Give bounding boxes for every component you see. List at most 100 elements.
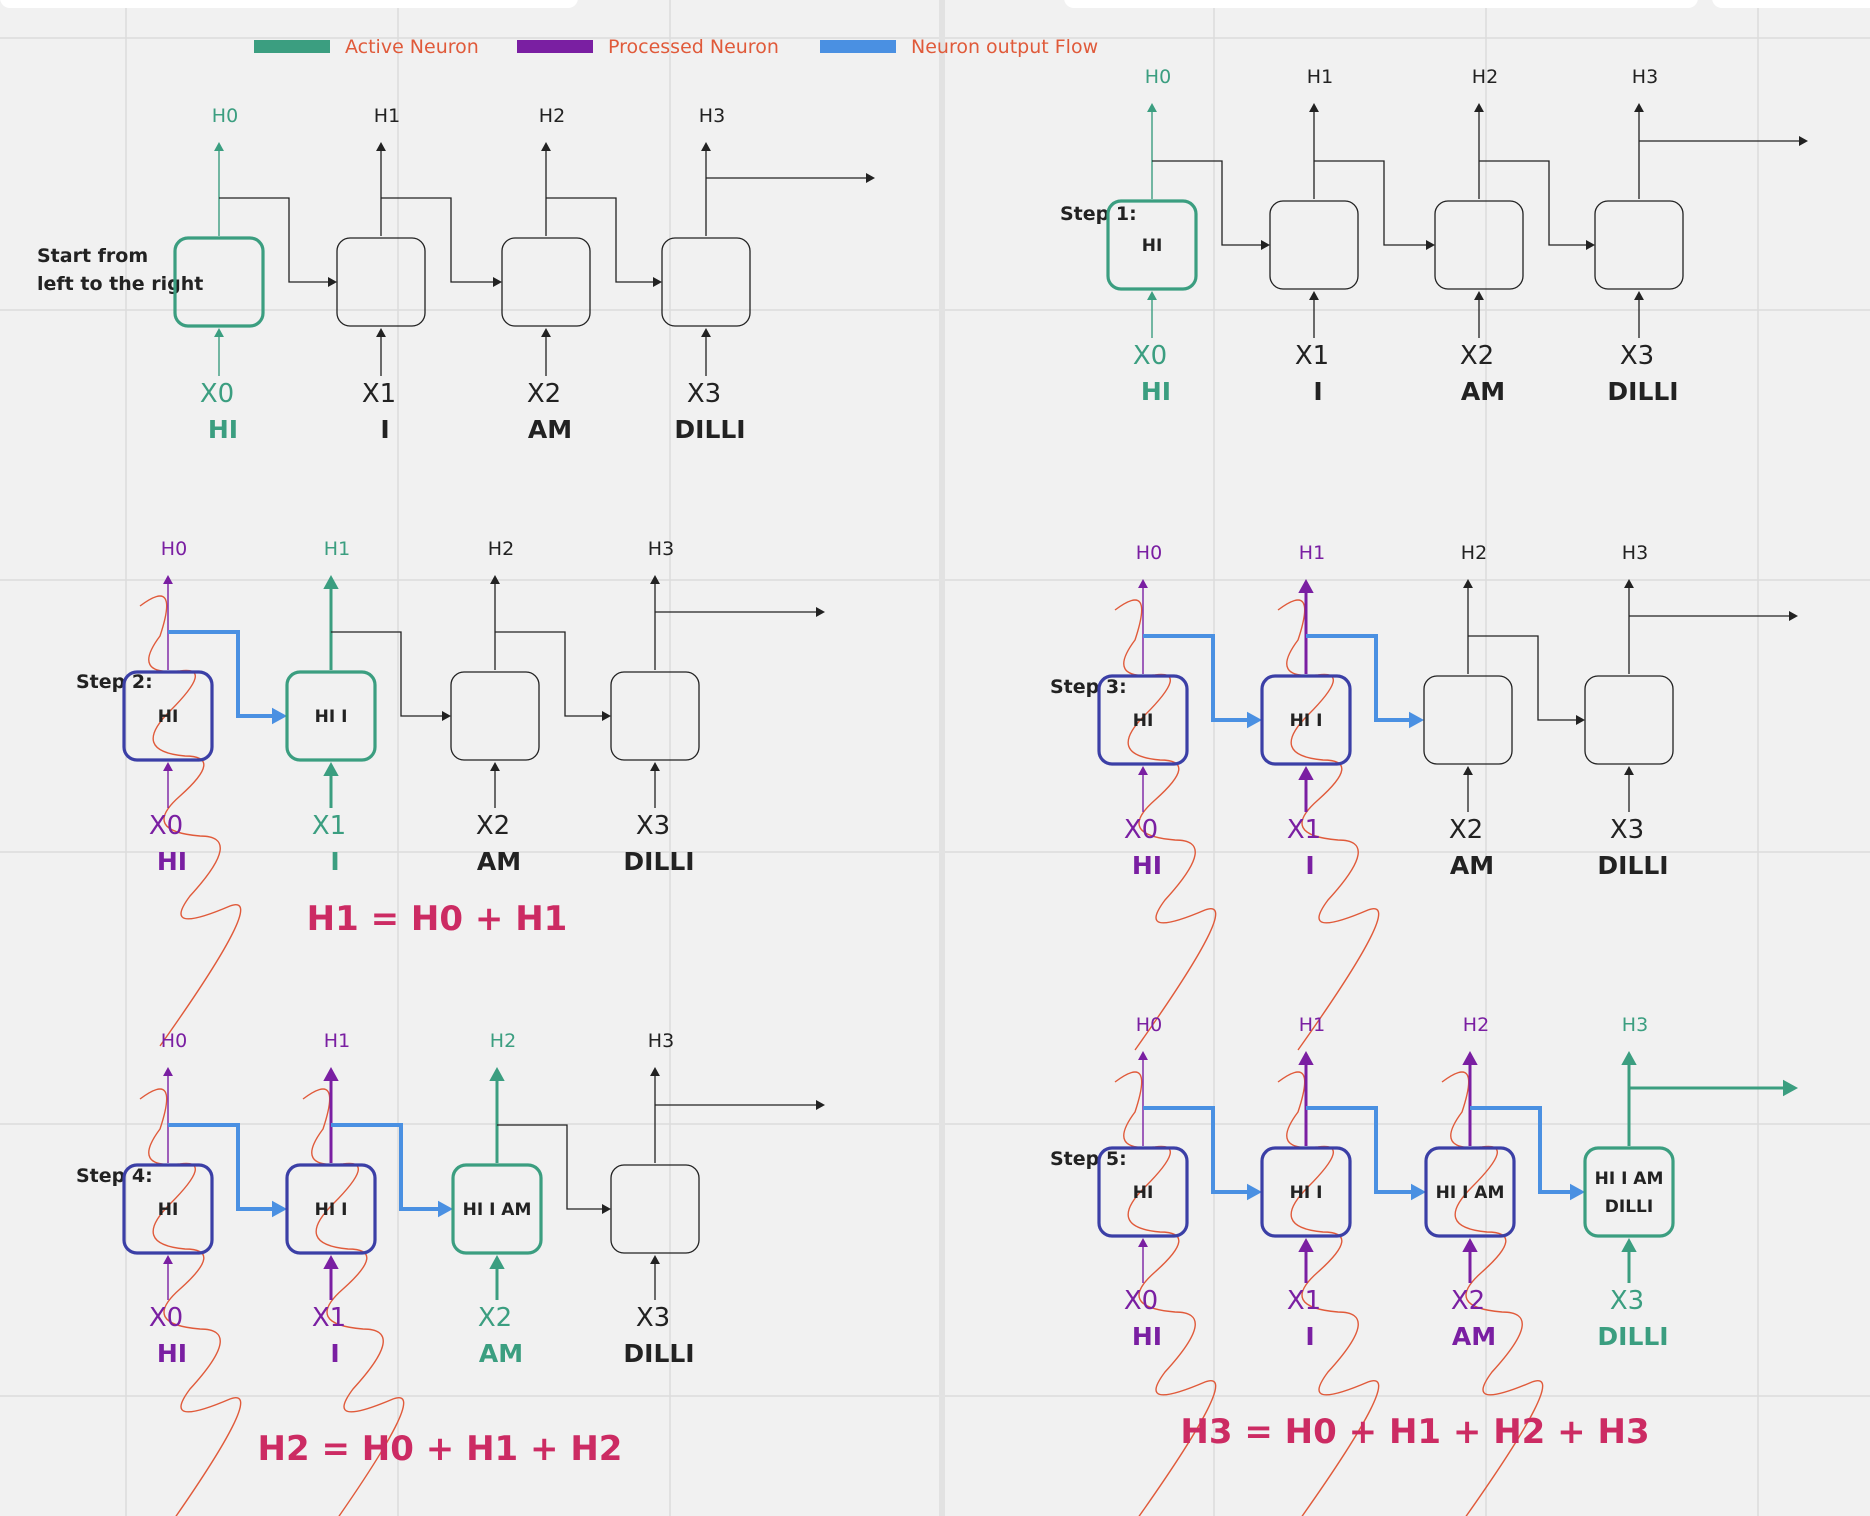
flow-arrow-1 — [1306, 634, 1410, 722]
input-arrow-x1-head — [1298, 766, 1314, 780]
hidden-state-label: H0 — [161, 1030, 187, 1052]
toolbar-right — [1712, 0, 1870, 8]
cell-state-text: HI I — [1290, 711, 1323, 731]
rnn-cell-box-3 — [610, 671, 700, 761]
flow-arrow-2-head — [1570, 1183, 1585, 1201]
input-label: X0 — [1124, 815, 1158, 845]
final-output-arrow-head — [866, 173, 875, 183]
output-arrow-h3-head — [701, 142, 711, 151]
hidden-state-label: H0 — [161, 538, 187, 560]
hidden-state-label: H3 — [699, 105, 725, 127]
rnn-cell-box-2 — [450, 671, 540, 761]
legend-swatch-0 — [254, 40, 330, 53]
step-label: Step 1: — [1060, 203, 1137, 225]
input-word: AM — [1452, 1322, 1496, 1351]
final-output-arrow-head — [816, 607, 825, 617]
hidden-state-label: H2 — [1472, 66, 1498, 88]
input-label: X1 — [312, 811, 346, 841]
output-arrow-h2-head — [541, 142, 551, 151]
input-label: X0 — [149, 811, 183, 841]
input-word: HI — [157, 847, 187, 876]
rnn-cell-box-2 — [501, 237, 591, 327]
input-label: X2 — [527, 379, 561, 409]
step-label: Start from — [37, 245, 148, 267]
scribble-step5-0 — [1114, 1071, 1217, 1516]
rnn-cell-box-3 — [1583, 1146, 1675, 1238]
equation: H1 = H0 + H1 — [307, 899, 568, 939]
rnn-cell-box-1 — [336, 237, 426, 327]
input-arrow-x2-head — [1462, 1238, 1478, 1252]
hidden-state-label: H2 — [1463, 1014, 1489, 1036]
flow-arrow-1-head — [1411, 1183, 1426, 1201]
flow-arrow-0 — [219, 197, 329, 283]
hidden-state-label: H1 — [1299, 542, 1325, 564]
input-word: HI — [208, 415, 238, 444]
input-arrow-x0-head — [163, 762, 173, 771]
input-arrow-x3-head — [1621, 1238, 1637, 1252]
rnn-cell-box-3 — [1594, 200, 1684, 290]
flow-arrow-2 — [1479, 160, 1587, 246]
hidden-state-label: H2 — [490, 1030, 516, 1052]
input-arrow-x0-head — [1138, 1238, 1148, 1247]
output-arrow-h0-head — [214, 142, 224, 151]
input-label: X3 — [1620, 341, 1654, 371]
flow-arrow-2 — [495, 631, 603, 717]
flow-arrow-0 — [1143, 1106, 1248, 1194]
flow-arrow-2-head — [602, 1204, 611, 1214]
rnn-cell-box-2 — [1423, 675, 1513, 765]
step-label: Step 3: — [1050, 676, 1127, 698]
input-arrow-x1-head — [1298, 1238, 1314, 1252]
input-arrow-x1-head — [323, 1255, 339, 1269]
input-arrow-x0-head — [1147, 291, 1157, 300]
input-word: AM — [1450, 851, 1494, 880]
input-label: X1 — [362, 379, 396, 409]
cell-state-text: HI I AM — [463, 1200, 532, 1220]
input-arrow-x2-head — [1474, 291, 1484, 300]
hidden-state-label: H0 — [1136, 1014, 1162, 1036]
final-output-arrow-head — [1789, 611, 1798, 621]
cell-state-text: HI I — [1290, 1183, 1323, 1203]
output-arrow-h3-head — [650, 1067, 660, 1076]
input-label: X2 — [1460, 341, 1494, 371]
flow-arrow-2-head — [1576, 715, 1585, 725]
input-label: X2 — [476, 811, 510, 841]
input-word: DILLI — [623, 1339, 694, 1368]
flow-arrow-0 — [168, 1123, 273, 1211]
toolbar-center — [1064, 0, 1698, 8]
output-arrow-h2-head — [1474, 103, 1484, 112]
output-arrow-h2-head — [490, 575, 500, 584]
input-word: DILLI — [1597, 1322, 1668, 1351]
rnn-cell-box-1 — [285, 1163, 377, 1255]
output-arrow-h1-head — [1298, 1051, 1314, 1065]
rnn-cell-box-3 — [1584, 675, 1674, 765]
input-label: X0 — [200, 379, 234, 409]
input-label: X3 — [636, 811, 670, 841]
input-word: DILLI — [1597, 851, 1668, 880]
legend-swatch-2 — [820, 40, 896, 53]
cell-state-text: HI I — [315, 707, 348, 727]
equation: H3 = H0 + H1 + H2 + H3 — [1180, 1412, 1649, 1452]
hidden-state-label: H3 — [648, 1030, 674, 1052]
input-label: X3 — [1610, 1286, 1644, 1316]
output-arrow-h3-head — [1634, 103, 1644, 112]
input-word: AM — [528, 415, 572, 444]
cell-state-text: HI I — [315, 1200, 348, 1220]
input-arrow-x3-head — [1624, 766, 1634, 775]
output-arrow-h0-head — [1138, 1051, 1148, 1060]
hidden-state-label: H0 — [1136, 542, 1162, 564]
hidden-state-label: H2 — [1461, 542, 1487, 564]
final-output-arrow-head — [1799, 136, 1808, 146]
input-word: I — [1305, 851, 1314, 880]
rnn-cell-box-2 — [1424, 1146, 1516, 1238]
input-arrow-x1-head — [376, 328, 386, 337]
input-label: X1 — [1287, 815, 1321, 845]
rnn-cell-box-1 — [1260, 674, 1352, 766]
flow-arrow-0-head — [272, 1200, 287, 1218]
output-arrow-h1-head — [323, 1067, 339, 1081]
output-arrow-h3-head — [1621, 1051, 1637, 1065]
flow-arrow-0 — [1152, 160, 1262, 246]
hidden-state-label: H0 — [212, 105, 238, 127]
input-word: DILLI — [674, 415, 745, 444]
